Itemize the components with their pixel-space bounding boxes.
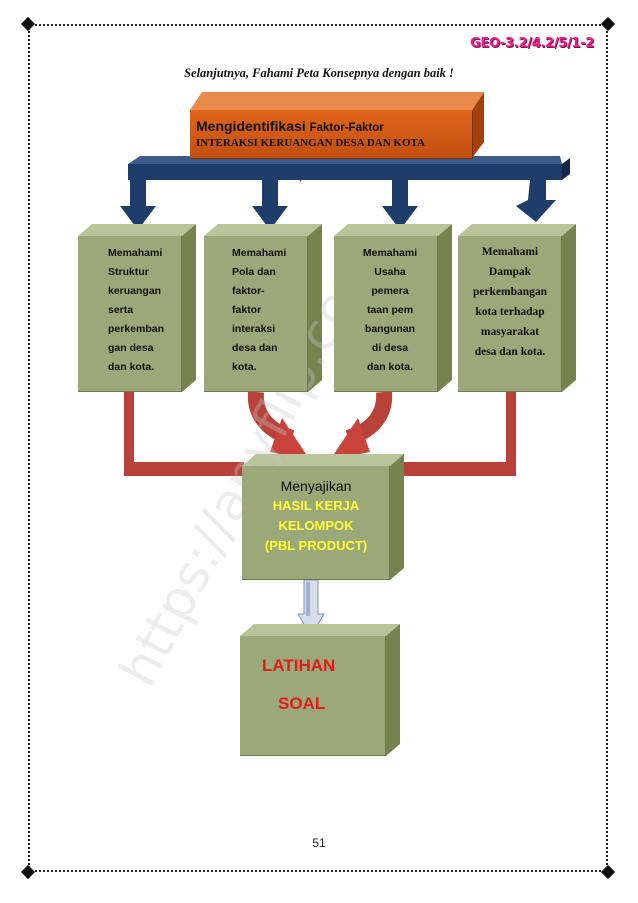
- page-number: 51: [312, 836, 326, 850]
- title-main-b: Faktor-Faktor: [309, 122, 384, 134]
- arrow-down-2: [252, 180, 288, 230]
- title-box-side-face: [472, 92, 484, 158]
- final-box-side-face: [386, 624, 400, 756]
- title-box: Mengidentifikasi Faktor-Faktor INTERAKSI…: [190, 110, 472, 158]
- title-sub: INTERAKSI KERUANGAN DESA DAN KOTA: [196, 137, 425, 149]
- concept-box-4-text: Memahami Dampak perkembangan kota terhad…: [472, 246, 548, 358]
- red-connector-left: [124, 392, 244, 476]
- curriculum-code: GEO-3.2/4.2/5/1-2: [470, 36, 594, 51]
- concept-box-1-text: Memahami Struktur keruangan serta perkem…: [108, 247, 165, 373]
- product-box: Menyajikan HASIL KERJA KELOMPOK (PBL PRO…: [242, 466, 390, 580]
- red-arrowhead-left: [270, 418, 310, 460]
- product-box-line-1: HASIL KERJA: [272, 498, 360, 513]
- title-main-a: Mengidentifikasi: [196, 118, 306, 134]
- concept-box-1: Memahami Struktur keruangan serta perkem…: [78, 236, 182, 392]
- intro-text: Selanjutnya, Fahami Peta Konsepnya denga…: [184, 66, 454, 80]
- title-box-top-face: [190, 92, 484, 110]
- center-box-side-face: [390, 454, 404, 580]
- arrow-down-4: [516, 180, 556, 222]
- red-connectors: [124, 392, 516, 476]
- concept-box-2: Memahami Pola dan faktor- faktor interak…: [204, 236, 308, 392]
- exercise-box: LATIHAN SOAL: [240, 636, 386, 756]
- green-box-faces: [78, 224, 576, 392]
- final-box-top-face: [240, 624, 400, 636]
- red-arrowhead-right: [330, 418, 370, 460]
- navy-connector-bar: [128, 164, 562, 180]
- product-box-line-3: (PBL PRODUCT): [264, 538, 368, 553]
- arrow-down-1: [120, 180, 156, 230]
- title-main: Mengidentifikasi Faktor-Faktor: [196, 118, 472, 134]
- arrow-down-3: [382, 180, 418, 230]
- product-box-heading: Menyajikan: [280, 478, 352, 494]
- red-connector-right: [396, 392, 516, 476]
- product-box-line-2: KELOMPOK: [278, 518, 354, 533]
- concept-box-3-text: Memahami Usaha pemera taan pem bangunan …: [362, 247, 418, 373]
- navy-connector-bar-side: [562, 158, 570, 180]
- page-border: [28, 24, 608, 872]
- concept-box-4: Memahami Dampak perkembangan kota terhad…: [458, 236, 562, 392]
- grey-arrow-shade: [306, 582, 310, 616]
- concept-box-3: Memahami Usaha pemera taan pem bangunan …: [334, 236, 438, 392]
- exercise-box-line-2: SOAL: [278, 694, 326, 713]
- navy-down-arrows: [120, 180, 556, 230]
- exercise-box-line-1: LATIHAN: [262, 656, 336, 675]
- navy-connector-bar-top: [128, 156, 562, 164]
- concept-box-2-text: Memahami Pola dan faktor- faktor interak…: [232, 247, 287, 373]
- center-box-top-face: [242, 454, 404, 466]
